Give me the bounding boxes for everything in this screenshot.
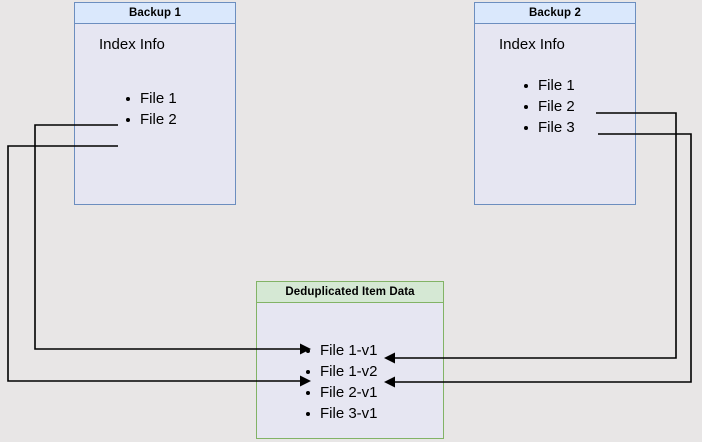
list-item[interactable]: File 2 [523, 96, 575, 117]
backup2-title: Backup 2 [475, 3, 635, 24]
backup2-box[interactable]: Backup 2 Index Info File 1 File 2 File 3 [474, 2, 636, 205]
backup1-title: Backup 1 [75, 3, 235, 24]
backup2-index-info-label: Index Info [499, 36, 565, 53]
list-item[interactable]: File 2-v1 [305, 382, 378, 403]
list-item[interactable]: File 1-v2 [305, 361, 378, 382]
deduplicated-item-data-box[interactable]: Deduplicated Item Data File 1-v1 File 1-… [256, 281, 444, 439]
backup2-file-list: File 1 File 2 File 3 [523, 75, 575, 138]
dedup-item-list: File 1-v1 File 1-v2 File 2-v1 File 3-v1 [305, 340, 378, 424]
list-item[interactable]: File 3-v1 [305, 403, 378, 424]
backup1-index-info-label: Index Info [99, 36, 165, 53]
backup1-file-list: File 1 File 2 [125, 88, 177, 130]
backup1-box[interactable]: Backup 1 Index Info File 1 File 2 [74, 2, 236, 205]
dedup-body: File 1-v1 File 1-v2 File 2-v1 File 3-v1 [257, 304, 443, 438]
backup1-body: Index Info File 1 File 2 [75, 25, 235, 204]
list-item[interactable]: File 1 [125, 88, 177, 109]
list-item[interactable]: File 2 [125, 109, 177, 130]
list-item[interactable]: File 3 [523, 117, 575, 138]
list-item[interactable]: File 1-v1 [305, 340, 378, 361]
dedup-title: Deduplicated Item Data [257, 282, 443, 303]
backup2-body: Index Info File 1 File 2 File 3 [475, 25, 635, 204]
list-item[interactable]: File 1 [523, 75, 575, 96]
